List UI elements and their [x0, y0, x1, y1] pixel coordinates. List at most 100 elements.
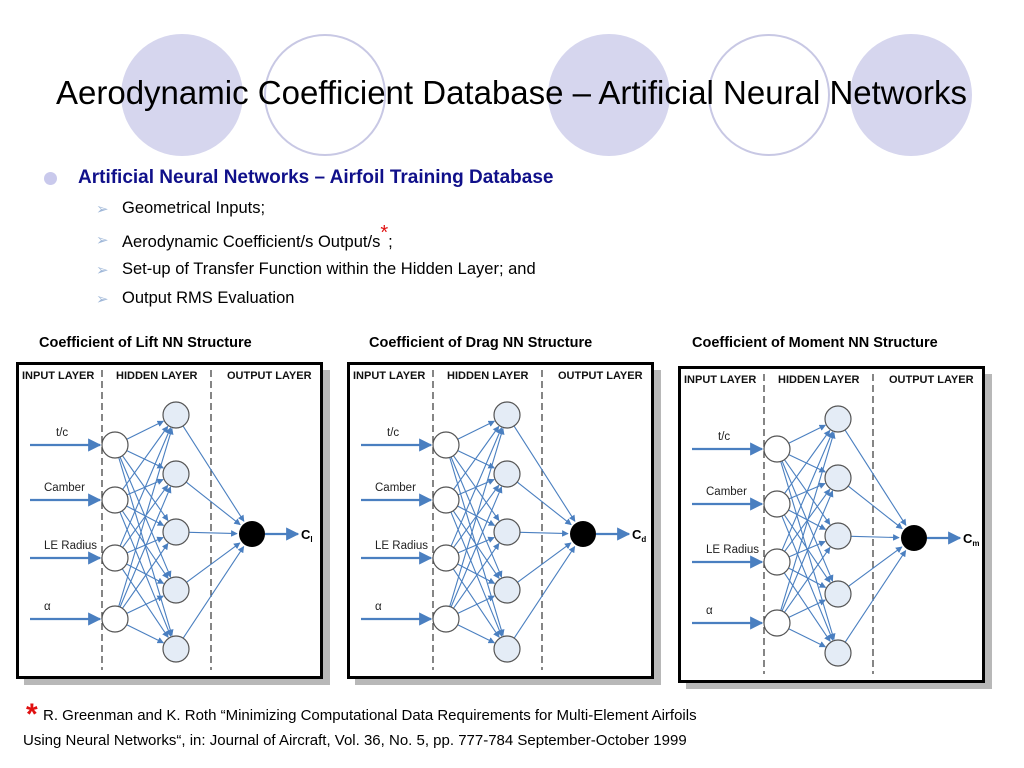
connection-arrow [185, 481, 241, 526]
hidden-node [162, 460, 190, 488]
input-label: α [44, 601, 51, 613]
bullet-dot-icon [44, 172, 57, 185]
reference-star: * [26, 698, 38, 731]
connection-arrow [513, 545, 576, 639]
connection-arrow [847, 485, 903, 530]
hidden-layer-label: HIDDEN LAYER [116, 370, 198, 382]
connection-arrow [516, 481, 572, 526]
connection-arrow [848, 546, 903, 587]
hidden-layer-label: HIDDEN LAYER [778, 374, 860, 386]
input-node [101, 605, 129, 633]
output-label-subscript: m [972, 539, 979, 548]
hidden-node [824, 522, 852, 550]
decorative-circle [850, 34, 972, 156]
connection-arrow [450, 486, 503, 608]
connection-arrow [517, 542, 572, 583]
output-layer-label: OUTPUT LAYER [889, 374, 974, 386]
connection-arrow [788, 540, 826, 558]
input-label: t/c [387, 427, 399, 439]
reference-line: Using Neural Networks“, in: Journal of A… [23, 732, 687, 749]
arrow-bullet-icon: ➢ [96, 291, 109, 308]
connection-arrow [844, 549, 907, 643]
connection-arrow [784, 546, 831, 613]
connection-arrow [457, 595, 495, 614]
input-label: LE Radius [706, 544, 759, 556]
connection-arrow [788, 424, 827, 444]
hidden-node [493, 401, 521, 429]
sub-bullet-text: Geometrical Inputs; [122, 199, 266, 217]
footnote-star: * [380, 222, 389, 244]
hidden-node [824, 639, 852, 667]
input-label: α [706, 605, 713, 617]
sub-bullet-text: Output RMS Evaluation [122, 289, 295, 307]
connection-arrow [788, 628, 827, 648]
lift-panel-heading: Coefficient of Lift NN Structure [39, 335, 252, 351]
hidden-node [162, 635, 190, 663]
input-label: Camber [706, 486, 747, 498]
main-bullet: Artificial Neural Networks – Airfoil Tra… [78, 167, 554, 188]
sub-bullet-suffix: ; [388, 233, 393, 251]
input-node [763, 435, 791, 463]
connection-arrow [182, 425, 245, 522]
output-label-subscript: d [641, 535, 646, 544]
input-node [432, 544, 460, 572]
input-label: t/c [718, 431, 730, 443]
decorative-circle [708, 34, 830, 156]
connection-arrow [126, 624, 165, 644]
connection-arrow [126, 563, 165, 584]
input-label: Camber [375, 482, 416, 494]
connection-arrow [519, 530, 569, 537]
connection-arrow [781, 490, 834, 612]
connection-arrow [121, 568, 169, 638]
connection-arrow [783, 572, 831, 642]
connection-arrow [453, 542, 500, 609]
reference-line: R. Greenman and K. Roth “Minimizing Comp… [43, 707, 697, 724]
connection-arrow [788, 567, 827, 588]
connection-arrow [453, 425, 500, 490]
input-node [101, 486, 129, 514]
input-node [432, 486, 460, 514]
input-node [432, 431, 460, 459]
hidden-node [493, 460, 521, 488]
decorative-circle [121, 34, 243, 156]
output-label: Cl [301, 527, 313, 544]
hidden-node [493, 576, 521, 604]
connection-arrow [119, 486, 172, 608]
connection-arrow [450, 427, 503, 547]
connection-arrow [784, 429, 831, 494]
connection-arrow [126, 420, 165, 440]
connection-arrow [122, 425, 169, 490]
input-node [763, 609, 791, 637]
connection-arrow [122, 542, 169, 609]
hidden-node [824, 405, 852, 433]
output-label-subscript: l [310, 535, 312, 544]
connection-arrow [780, 431, 836, 611]
connection-arrow [457, 563, 496, 584]
sub-bullet-text: Set-up of Transfer Function within the H… [122, 260, 536, 278]
connection-arrow [788, 599, 826, 618]
connection-arrow [126, 536, 164, 554]
input-layer-label: INPUT LAYER [684, 374, 756, 386]
connection-arrow [457, 420, 496, 440]
output-layer-label: OUTPUT LAYER [558, 370, 643, 382]
output-node [239, 521, 265, 547]
hidden-node [162, 576, 190, 604]
connection-arrow [126, 450, 164, 469]
output-node [570, 521, 596, 547]
input-layer-label: INPUT LAYER [353, 370, 425, 382]
decorative-circle [264, 34, 386, 156]
connection-arrow [452, 568, 500, 638]
input-layer-label: INPUT LAYER [22, 370, 94, 382]
connection-arrow [119, 427, 172, 547]
connection-arrow [457, 624, 496, 644]
hidden-node [162, 518, 190, 546]
hidden-node [824, 464, 852, 492]
connection-arrow [188, 530, 238, 537]
drag-panel-heading: Coefficient of Drag NN Structure [369, 335, 593, 351]
connection-arrow [126, 595, 164, 614]
decorative-circle [548, 34, 670, 156]
connection-arrow [513, 425, 576, 522]
